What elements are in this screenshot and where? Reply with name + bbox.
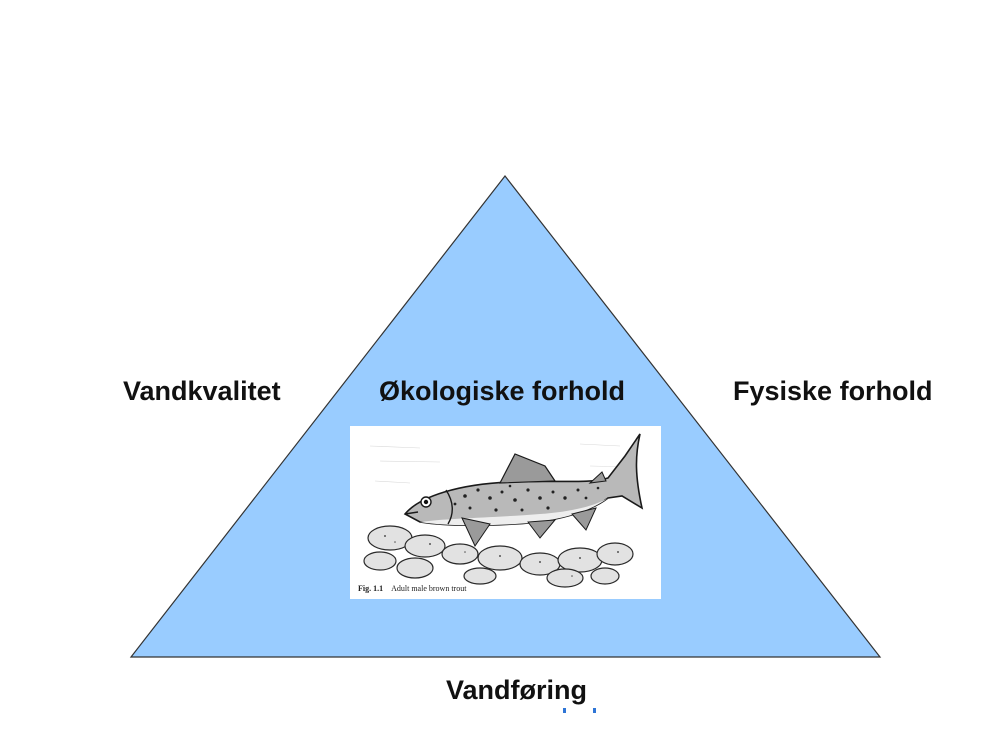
triangle-shape xyxy=(129,175,882,658)
figure-caption: Fig. 1.1 Adult male brown trout xyxy=(358,584,466,593)
label-physical-conditions: Fysiske forhold xyxy=(733,376,933,406)
text-selection-marks xyxy=(563,708,596,713)
label-water-quality: Vandkvalitet xyxy=(123,376,281,406)
figure-number: Fig. 1.1 xyxy=(358,584,384,593)
brown-trout-illustration: Fig. 1.1 Adult male brown trout xyxy=(350,426,661,599)
label-water-flow: Vandføring xyxy=(446,675,587,705)
label-ecological-conditions: Økologiske forhold xyxy=(379,376,626,406)
figure-caption-text: Adult male brown trout xyxy=(391,584,467,593)
trout-drawing xyxy=(363,433,644,588)
